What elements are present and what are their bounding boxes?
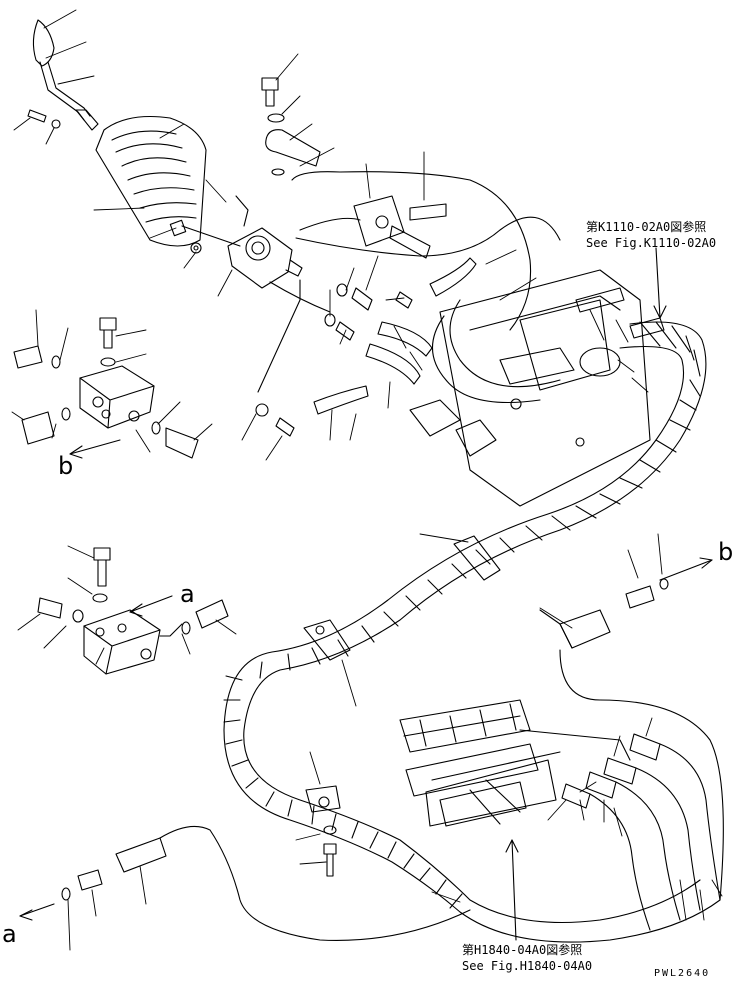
leader-lines [11, 9, 723, 951]
wrapped-hose-main [223, 321, 721, 943]
ref-bottom-jp: 第H1840-04A0図参照 [462, 943, 583, 957]
pilot-hoses [257, 171, 561, 404]
hose-clamps [303, 535, 501, 813]
right-fittings [561, 733, 721, 931]
lever-valve-body [27, 109, 303, 289]
block-b-assembly [13, 317, 199, 459]
ref-bottom-en: See Fig.H1840-04A0 [462, 959, 593, 973]
centre-fittings [255, 257, 477, 437]
block-a-assembly [37, 547, 229, 675]
pilot-valve-assembly [399, 699, 631, 827]
control-lever [32, 19, 99, 131]
ref-top-right-jp: 第K1110-02A0図参照 [586, 220, 707, 234]
lever-boot [95, 115, 207, 247]
letter-a-bottom: a [2, 920, 17, 948]
ref-top-right-en: See Fig.K1110-02A0 [586, 236, 717, 250]
drawing-code: PWL2640 [654, 968, 711, 979]
top-bolts [261, 77, 447, 221]
frame [409, 269, 665, 507]
letter-b-right: b [718, 538, 734, 566]
bottom-left-fittings [61, 825, 471, 941]
letter-a-mid: a [180, 580, 195, 608]
letter-b-left: b [58, 452, 74, 480]
direction-arrows [19, 247, 713, 941]
bracket-plate [353, 195, 431, 259]
thin-hose-right [539, 578, 724, 901]
